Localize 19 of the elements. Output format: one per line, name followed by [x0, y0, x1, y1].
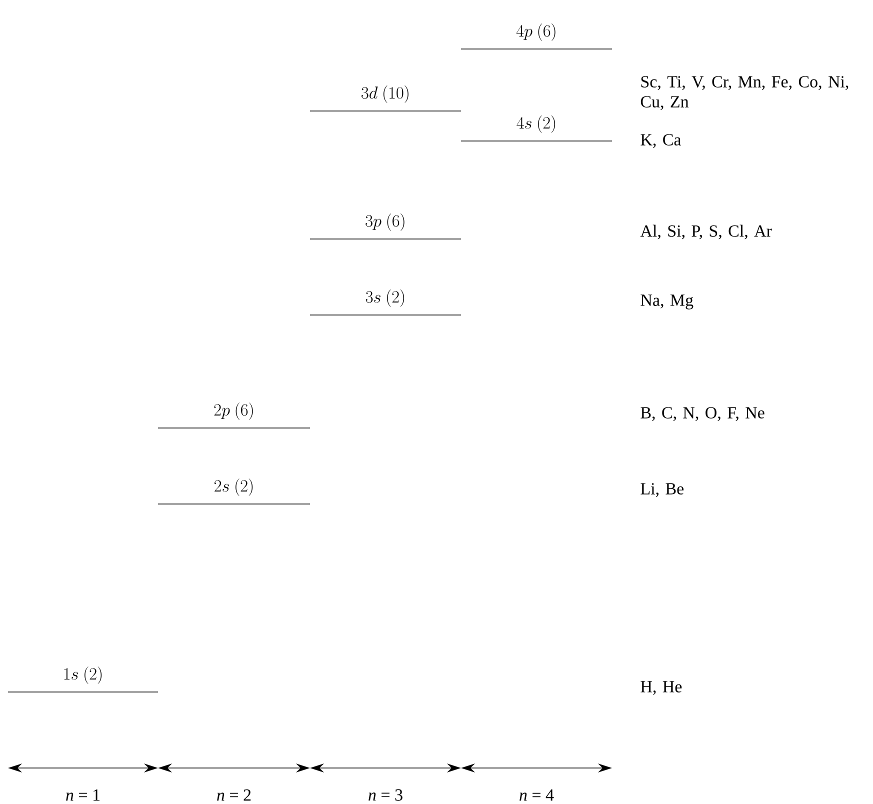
element-list: Al, Si, P, S, Cl, Ar: [640, 224, 772, 240]
shell-label: n = 2: [217, 789, 251, 801]
element-list: Li, Be: [640, 483, 684, 497]
element-list: H, He: [640, 681, 682, 695]
energy-level: $3d\ (10)$: [310, 86, 462, 112]
energy-level: $4s\ (2)$: [460, 116, 612, 142]
shell-label: n = 1: [66, 789, 100, 801]
energy-level: $1s\ (2)$: [8, 666, 158, 692]
shell-label: n = 4: [520, 789, 554, 801]
energy-level: $2s\ (2)$: [158, 478, 310, 504]
energy-level: $3p\ (6)$: [310, 214, 462, 240]
element-list: K, Ca: [640, 134, 682, 148]
element-list: Sc, Ti, V, Cr, Mn, Fe, Co, Ni, Cu, Zn: [640, 76, 848, 110]
shell-label: n = 3: [368, 789, 402, 801]
energy-level: $4p\ (6)$: [460, 24, 612, 50]
element-list: B, C, N, O, F, Ne: [640, 407, 764, 421]
element-list: Na, Mg: [640, 294, 694, 310]
energy-level: $2p\ (6)$: [158, 402, 310, 428]
energy-level: $3s\ (2)$: [310, 290, 462, 316]
